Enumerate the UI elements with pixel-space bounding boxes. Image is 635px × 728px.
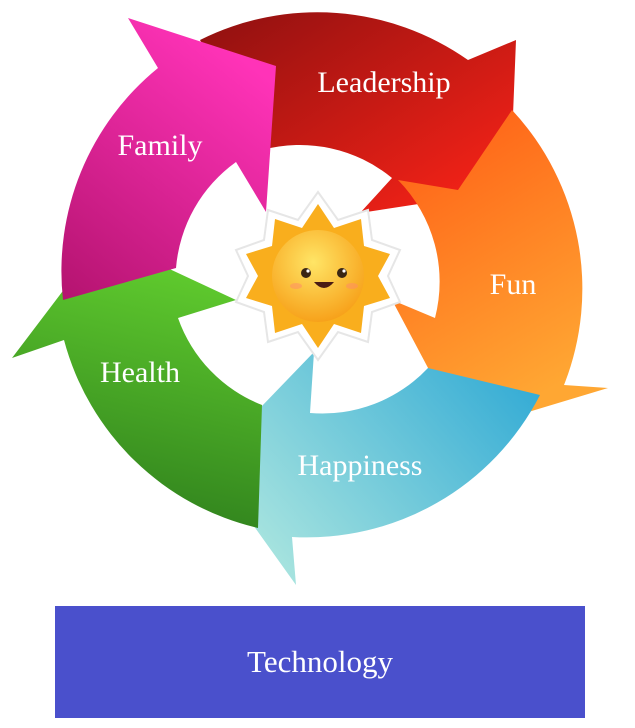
segment-family-arrow [61, 18, 276, 300]
segment-label-family: Family [117, 129, 202, 162]
segment-label-leadership: Leadership [317, 66, 450, 99]
smiling-sun-icon [234, 190, 402, 362]
segment-label-health: Health [100, 356, 180, 389]
segment-fun-arrow [392, 110, 608, 432]
technology-bar: Technology [55, 606, 585, 718]
segment-leadership-arrow [200, 12, 516, 213]
technology-label: Technology [247, 644, 393, 679]
segment-label-happiness: Happiness [298, 449, 423, 482]
segment-health-arrow [12, 238, 262, 528]
segment-happiness-arrow [208, 352, 540, 585]
cycle-diagram: Leadership Fun Happiness Health Family [12, 12, 608, 585]
segment-label-fun: Fun [490, 268, 537, 301]
